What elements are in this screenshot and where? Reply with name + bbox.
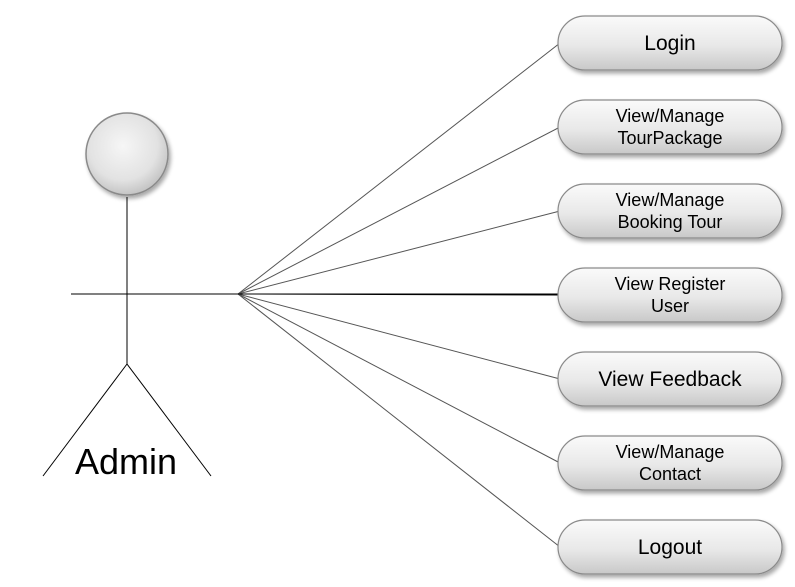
use-case-label-line: Contact	[639, 464, 701, 484]
association-line-view-manage-tour-package	[237, 126, 561, 295]
use-case-ellipse	[557, 435, 783, 491]
use-case-ellipse	[557, 99, 783, 155]
association-line-view-manage-booking-tour	[237, 210, 561, 295]
use-case-ellipse	[557, 519, 783, 575]
actor-admin: Admin	[42, 112, 560, 482]
association-line-view-feedback	[237, 293, 561, 380]
actor-right-leg	[126, 363, 212, 477]
association-line-login	[237, 42, 561, 295]
use-case-label-line: View/Manage	[616, 190, 725, 210]
use-case-login: Login	[557, 15, 783, 71]
use-case-label: Login	[644, 32, 695, 55]
use-case-ellipse	[557, 351, 783, 407]
use-case-label-line: View Register	[615, 274, 726, 294]
use-case-label-line: Logout	[638, 536, 702, 559]
use-case-ellipse	[557, 183, 783, 239]
use-case-label-line: View/Manage	[616, 442, 725, 462]
association-line-view-manage-contact	[237, 293, 561, 464]
use-case-label-line: User	[651, 296, 689, 316]
use-case-label: Logout	[638, 536, 702, 559]
association-lines	[237, 42, 561, 548]
use-case-view-feedback: View Feedback	[557, 351, 783, 407]
actor-left-leg	[42, 363, 128, 477]
association-line-logout	[237, 293, 561, 548]
actor-head	[85, 112, 169, 196]
use-case-label-line: View/Manage	[616, 106, 725, 126]
actor-label: Admin	[75, 441, 177, 482]
use-case-label-line: Login	[644, 32, 695, 55]
use-case-logout: Logout	[557, 519, 783, 575]
use-case-label-line: Booking Tour	[618, 212, 723, 232]
use-case-label: View Feedback	[598, 368, 742, 391]
use-case-label-line: View Feedback	[598, 368, 742, 391]
use-case-ellipse	[557, 15, 783, 71]
use-case-ellipse	[557, 267, 783, 323]
use-case-label-line: TourPackage	[617, 128, 722, 148]
